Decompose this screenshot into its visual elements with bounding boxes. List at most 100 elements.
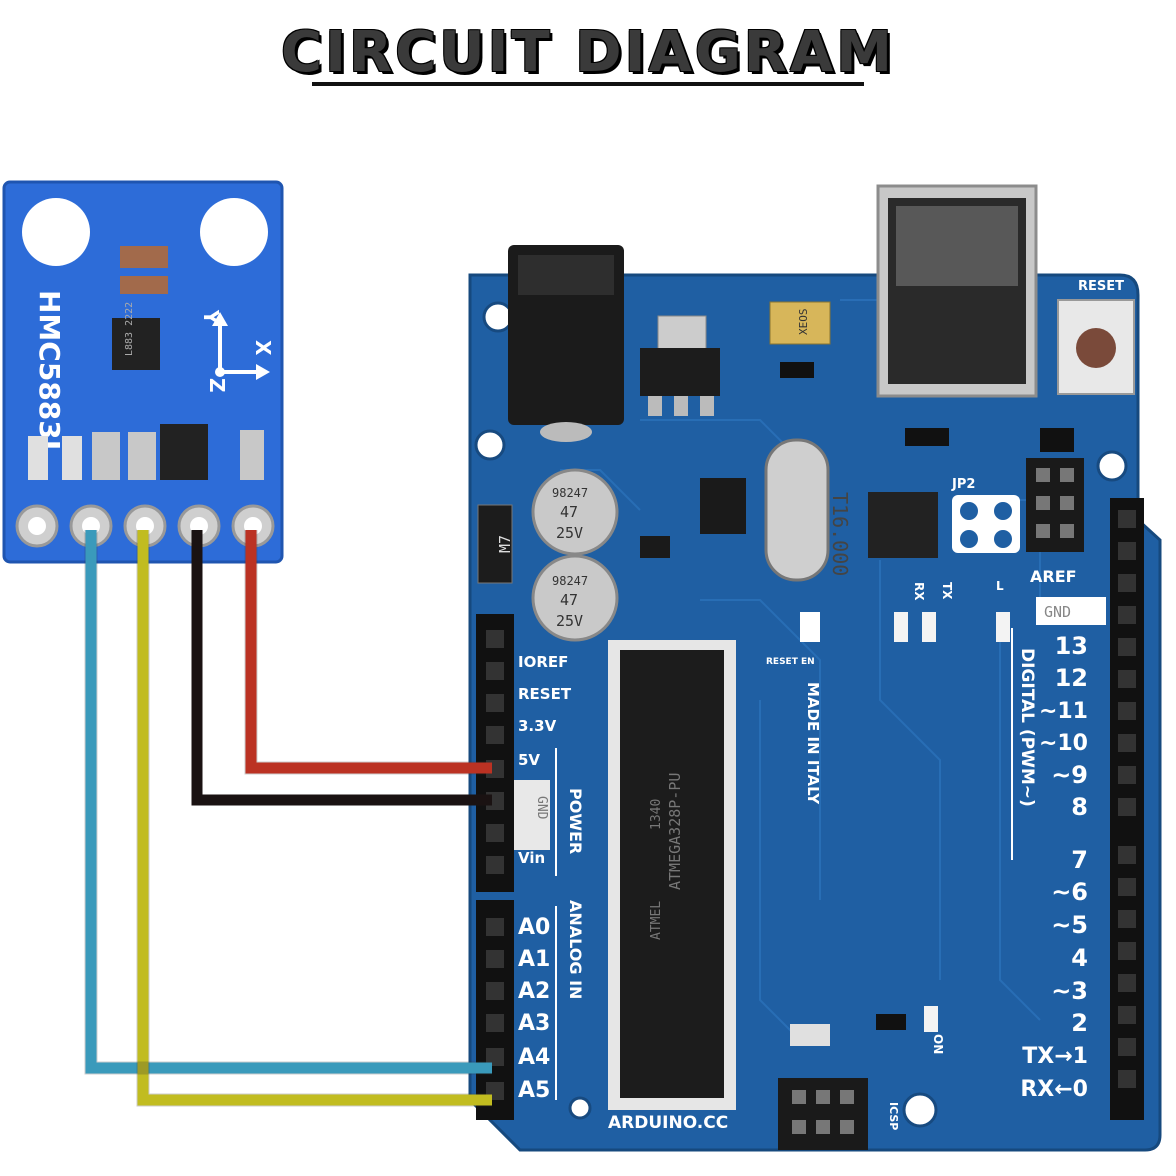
power-pin-label: GND — [534, 796, 549, 820]
mcu-text-3: 1340 — [649, 799, 664, 830]
tx-led — [922, 612, 936, 642]
cap-text-1: 98247 — [552, 486, 588, 500]
electrolytic-capacitor: 98247 47 25V — [531, 468, 619, 556]
power-pin-label: RESET — [518, 685, 572, 703]
arduino-uno-board: RESET XEOS 98247 47 25V 98247 47 25V — [468, 184, 1162, 1152]
axis-z-label: Z — [205, 378, 229, 393]
icsp-header — [778, 1078, 868, 1150]
chip-text: L883 2222 — [124, 302, 135, 356]
smd-ic — [700, 478, 746, 534]
digital-pin-label: 12 — [1055, 664, 1088, 692]
gnd-pin-label-box — [514, 780, 550, 850]
wires — [84, 530, 492, 1107]
smd-capacitor — [120, 246, 168, 268]
on-led-label: ON — [931, 1034, 945, 1054]
electrolytic-capacitor: 98247 47 25V — [531, 554, 619, 642]
smd-chip — [780, 362, 814, 378]
smd-resistor — [62, 436, 82, 480]
analog-pin-label: A5 — [518, 1078, 550, 1103]
title-underline — [312, 82, 864, 86]
mounting-hole — [902, 1092, 938, 1128]
mcu-text-1: ATMEL — [649, 901, 664, 940]
crystal-label: T16.000 — [828, 492, 852, 576]
digital-pin-label: ~5 — [1051, 911, 1088, 939]
mounting-hole — [1096, 450, 1128, 482]
smd-capacitor — [92, 432, 120, 480]
analog-pin-label: A3 — [518, 1011, 550, 1036]
smd-chip — [876, 1014, 906, 1030]
power-pin-labels: IOREF RESET 3.3V 5V GND Vin — [518, 653, 572, 867]
rx-label: RX — [912, 582, 926, 601]
axis-y-label: Y — [199, 309, 223, 325]
analog-pin-label: A0 — [518, 915, 550, 940]
wire-sda — [137, 530, 492, 1106]
mounting-hole — [200, 198, 268, 266]
cap-text-3: 25V — [556, 524, 583, 542]
digital-pin-label: ~11 — [1039, 699, 1088, 724]
l-led-label: L — [996, 579, 1004, 593]
aref-label: AREF — [1030, 567, 1077, 586]
reset-button[interactable] — [1057, 299, 1135, 395]
usb-b-connector — [876, 184, 1038, 398]
wire-scl — [85, 530, 492, 1074]
power-analog-header — [476, 614, 514, 1120]
smd-chip — [1040, 428, 1074, 452]
digital-pin-label: ~3 — [1051, 977, 1088, 1005]
digital-pin-label: 7 — [1071, 846, 1088, 874]
analog-pin-label: A1 — [518, 947, 550, 972]
crystal-oscillator: T16.000 — [764, 438, 852, 582]
smd-chip — [905, 428, 949, 446]
digital-pin-label: 4 — [1071, 944, 1088, 972]
icsp-label: ICSP — [887, 1102, 900, 1130]
tx-label: TX — [940, 582, 954, 600]
wire-vcc — [245, 530, 492, 774]
fuse — [769, 301, 831, 345]
website-label: ARDUINO.CC — [608, 1113, 728, 1133]
diode-label: M7 — [496, 535, 514, 553]
digital-header — [1110, 498, 1144, 1120]
cap-text-2: 47 — [560, 591, 578, 609]
on-led — [924, 1006, 938, 1032]
digital-pin-label: 2 — [1071, 1009, 1088, 1037]
digital-label: DIGITAL (PWM~) — [1017, 648, 1037, 807]
cap-text-1: 98247 — [552, 574, 588, 588]
analog-label: ANALOG IN — [566, 900, 585, 999]
mounting-hole — [568, 1096, 592, 1120]
analog-pin-label: A4 — [518, 1045, 550, 1070]
power-pin-label: 3.3V — [518, 717, 557, 735]
hmc5883l-chip — [112, 318, 160, 370]
sensor-label: HMC5883L — [33, 290, 66, 458]
smd-part — [790, 1024, 830, 1046]
regulator-chip — [160, 424, 208, 480]
analog-pin-label: A2 — [518, 979, 550, 1004]
voltage-regulator — [640, 315, 720, 416]
diode — [477, 504, 513, 584]
page-title: CIRCUIT DIAGRAM — [281, 20, 895, 85]
gnd-top-label: GND — [1044, 603, 1071, 621]
cap-text-2: 47 — [560, 503, 578, 521]
power-label: POWER — [566, 788, 585, 854]
jp2-pads — [952, 495, 1020, 553]
power-pin-label: 5V — [518, 751, 540, 769]
power-pin-label: IOREF — [518, 653, 568, 671]
smd-capacitor — [128, 432, 156, 480]
icsp-header-usb — [1026, 458, 1084, 552]
digital-pin-label: ~9 — [1051, 761, 1088, 789]
smd-resistor — [28, 436, 48, 480]
digital-pin-label: ~6 — [1051, 878, 1088, 906]
digital-pin-label: RX←0 — [1020, 1077, 1088, 1102]
reset-en-pad — [800, 612, 820, 642]
gnd-label-box — [1036, 597, 1106, 625]
atmega328p-microcontroller: ATMEGA328P-PU ATMEL 1340 — [608, 640, 736, 1110]
axis-indicator — [212, 312, 270, 380]
reset-en-label: RESET EN — [766, 657, 815, 667]
power-pin-label: Vin — [518, 849, 545, 867]
cap-text-3: 25V — [556, 612, 583, 630]
fuse-label: XEOS — [797, 309, 810, 336]
smd-capacitor — [240, 430, 264, 480]
mounting-hole — [22, 198, 90, 266]
smd-capacitor — [120, 276, 168, 294]
reset-button-label: RESET — [1078, 279, 1124, 294]
